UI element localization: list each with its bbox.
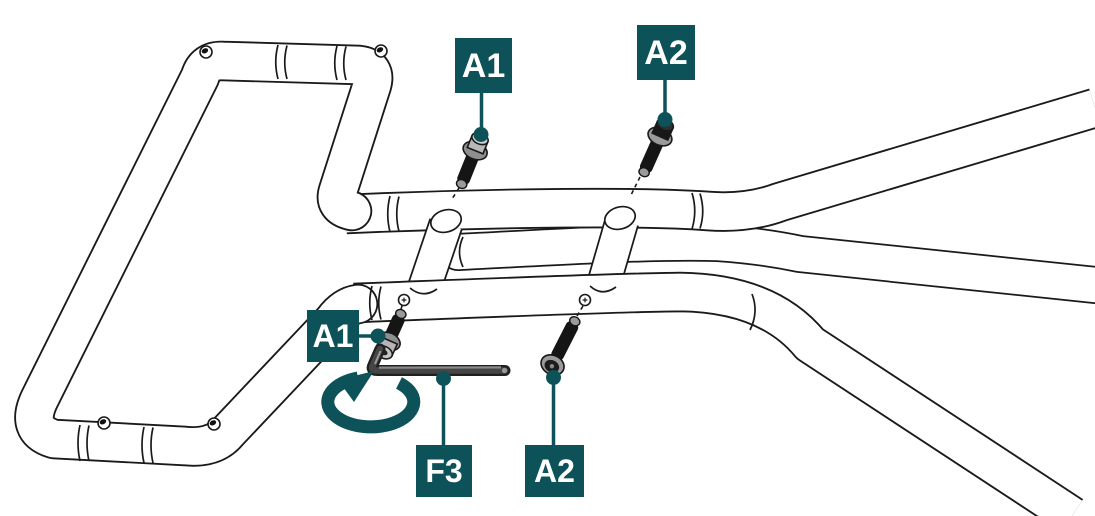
bolt-a1-top	[455, 131, 489, 190]
tube-joint-marks	[77, 44, 756, 464]
callout-a2-top-label: A2	[644, 33, 688, 72]
leader-dot-a2-top	[657, 112, 673, 127]
lower-rail-tube	[353, 271, 1084, 516]
bolt-a2-top	[638, 117, 675, 178]
rotation-arrow-icon	[321, 371, 421, 434]
allen-key-f3	[366, 343, 511, 376]
crossbar-tube	[439, 223, 1095, 304]
callout-f3-label: F3	[425, 453, 463, 489]
handle-loop-tube	[14, 40, 394, 467]
callout-a2-bottom-label: A2	[534, 453, 575, 489]
corner-screw	[207, 417, 221, 431]
bolt-hole	[397, 293, 411, 307]
corner-screws	[97, 44, 388, 431]
leader-dot-a1-top	[473, 127, 489, 142]
corner-screw	[97, 416, 111, 430]
corner-screw	[199, 45, 213, 59]
frame-tubes	[14, 40, 1095, 516]
bolt-holes	[397, 293, 592, 307]
callout-leaders	[358, 78, 673, 447]
callout-a1-side: A1	[307, 310, 359, 362]
insertion-dashed-lines	[400, 176, 641, 317]
callout-a1-top-label: A1	[461, 46, 506, 85]
callout-f3: F3	[416, 445, 472, 497]
leader-dot-a1-side	[370, 328, 386, 344]
callout-a1-top: A1	[455, 38, 512, 93]
bolt-hole	[578, 293, 592, 307]
corner-screw	[374, 44, 388, 58]
callout-a2-top: A2	[637, 25, 695, 80]
leader-dot-f3	[436, 371, 451, 386]
bolt-a2-bottom	[540, 316, 581, 376]
callout-a2-bottom: A2	[525, 445, 584, 497]
upper-rail-tube	[345, 88, 1095, 235]
callout-a1-side-label: A1	[312, 318, 354, 354]
leader-dot-a2-bottom	[546, 370, 561, 385]
